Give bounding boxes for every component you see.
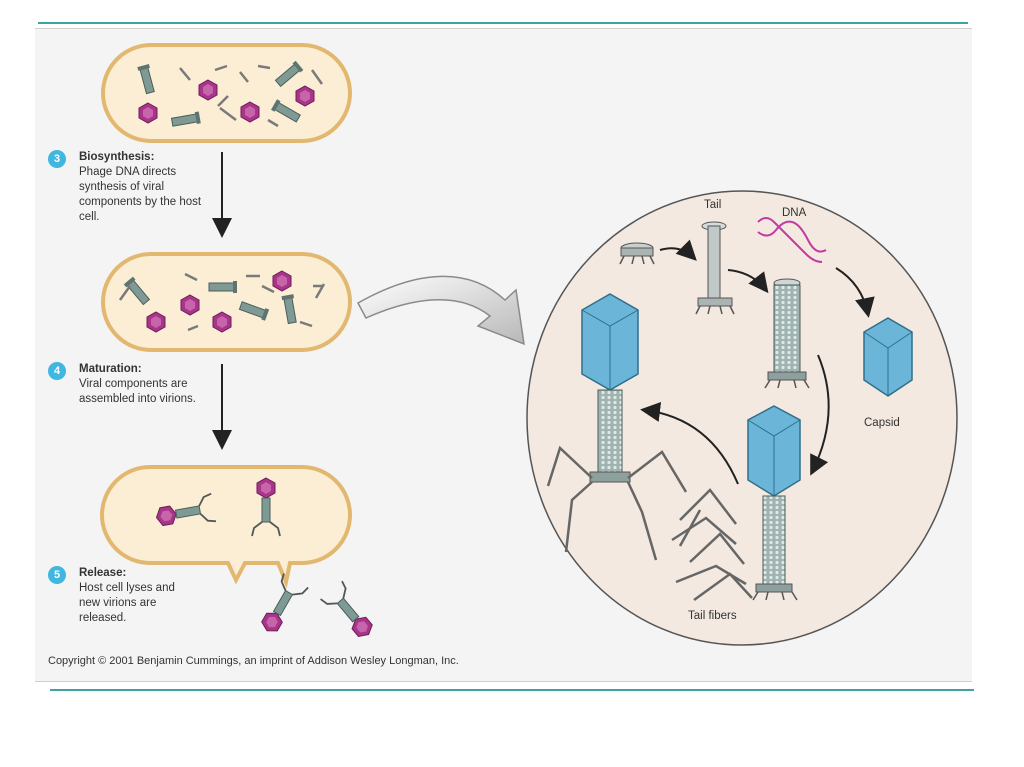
copyright-notice: Copyright © 2001 Benjamin Cummings, an i… (48, 655, 459, 667)
baseplate (619, 242, 655, 265)
zoom-arrow (356, 275, 525, 346)
step-biosynthesis: 3 Biosynthesis: Phage DNA directs synthe… (48, 150, 223, 225)
virion-released-2 (321, 581, 380, 643)
step-title: Release: (79, 567, 127, 579)
host-cell-release (100, 465, 352, 589)
host-cell-maturation (101, 252, 352, 352)
step-number-badge: 4 (48, 362, 66, 380)
assembly-arrow-4 (810, 354, 830, 476)
bottom-rule (50, 689, 974, 691)
assembling-virions (118, 270, 326, 333)
step-description: Host cell lyses and new virions are rele… (79, 582, 175, 624)
dna-helix (757, 217, 827, 263)
step-number-badge: 5 (48, 566, 66, 584)
step-description: Viral components are assembled into viri… (79, 378, 196, 405)
complete-phage (546, 293, 688, 561)
step-title: Maturation: (79, 363, 142, 375)
assembly-detail-circle (526, 190, 958, 646)
assembly-arrow-1 (659, 239, 697, 261)
tail-fibers-pile (671, 488, 753, 602)
step-release: 5 Release: Host cell lyses and new virio… (48, 566, 223, 626)
assembly-arrow-3 (835, 267, 875, 318)
step-number-badge: 3 (48, 150, 66, 168)
step-maturation: 4 Maturation: Viral components are assem… (48, 362, 223, 407)
step-description: Phage DNA directs synthesis of viral com… (79, 166, 202, 223)
label-tail: Tail (704, 199, 722, 211)
assembly-arrow-5 (640, 402, 739, 485)
top-rule (38, 22, 968, 24)
capsid-head (863, 317, 913, 397)
tail-core (695, 221, 735, 315)
label-dna: DNA (782, 207, 807, 219)
host-cell-biosynthesis (101, 43, 352, 143)
head-tail-assembly (747, 405, 801, 601)
label-tail-fibers: Tail fibers (688, 610, 737, 622)
label-capsid: Capsid (864, 417, 900, 429)
sheathed-tail (764, 278, 810, 389)
viral-components-loose (136, 60, 324, 129)
step-title: Biosynthesis: (79, 151, 155, 163)
assembly-arrow-2 (727, 269, 769, 294)
virion-released-1 (255, 573, 308, 637)
